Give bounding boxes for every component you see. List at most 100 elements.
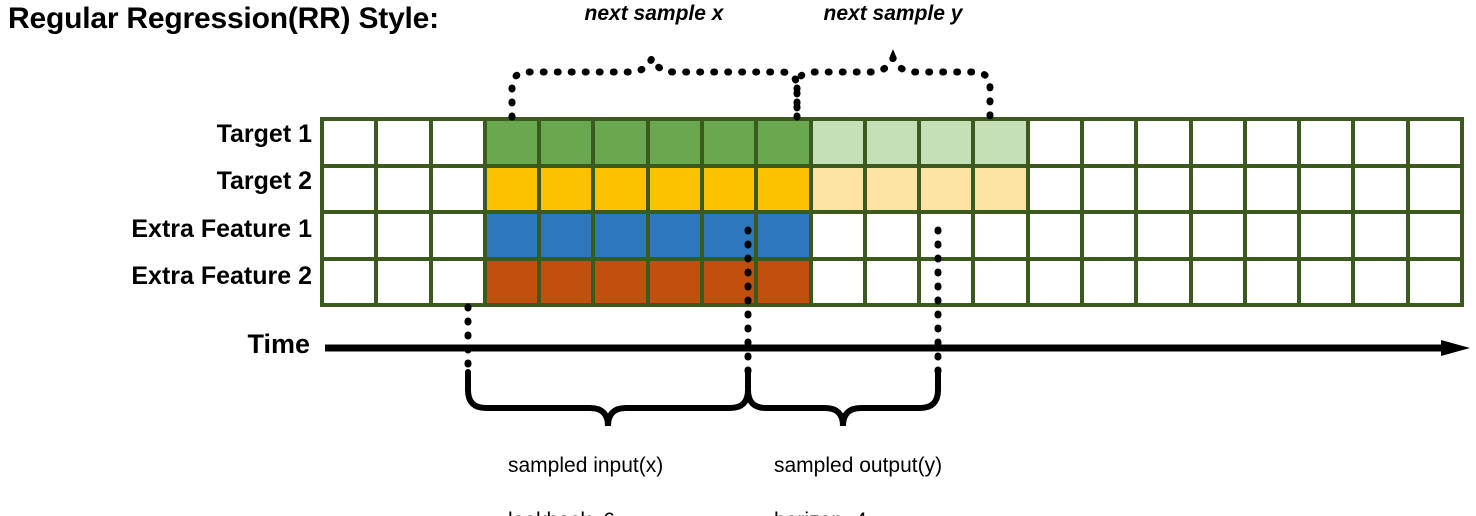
grid-cell-output	[866, 121, 918, 164]
grid-cell-empty	[324, 260, 375, 303]
grid-cell-empty	[1083, 167, 1135, 210]
brace-sampled-input	[465, 369, 751, 427]
grid-cell-empty	[324, 214, 375, 257]
grid-cell-input	[649, 121, 700, 164]
grid-cell-output	[975, 121, 1026, 164]
grid-cell-empty	[1301, 260, 1352, 303]
grid-cell-empty	[1083, 214, 1135, 257]
grid-cell-input	[541, 121, 592, 164]
grid-cell-output	[866, 167, 918, 210]
grid-cell-input	[758, 121, 809, 164]
grid-cell-output	[921, 167, 972, 210]
grid-cell-input	[486, 214, 538, 257]
grid-cell-output	[921, 121, 972, 164]
grid-cell-empty	[1029, 167, 1080, 210]
grid-cell-output	[975, 167, 1026, 210]
row-label-extra-feature-1: Extra Feature 1	[131, 215, 312, 243]
grid-cell-empty	[1083, 260, 1135, 303]
grid-cell-empty	[1409, 121, 1460, 164]
grid-cell-output	[812, 167, 863, 210]
grid-cell-empty	[1029, 121, 1080, 164]
grid-cell-input	[649, 214, 700, 257]
grid-cell-empty	[378, 214, 429, 257]
grid-cell-empty	[324, 121, 375, 164]
grid-cell-empty	[1355, 121, 1406, 164]
grid-cell-empty	[975, 214, 1026, 257]
grid-cell-input	[703, 214, 755, 257]
row-label-target-2: Target 2	[216, 167, 312, 195]
grid-cell-empty	[1029, 260, 1080, 303]
sampled-input-title: sampled input(x)	[508, 453, 664, 477]
grid-cell-input	[541, 214, 592, 257]
grid-cell-empty	[432, 167, 483, 210]
grid-cell-empty	[1355, 167, 1406, 210]
grid-cell-empty	[1138, 260, 1189, 303]
grid-cell-output	[812, 121, 863, 164]
time-axis-label: Time	[247, 329, 310, 359]
grid-cell-empty	[378, 260, 429, 303]
grid-cell-empty	[1192, 121, 1243, 164]
time-axis-arrow	[325, 340, 1470, 356]
grid-cell-empty	[921, 214, 972, 257]
brace-next-sample-x	[508, 49, 801, 121]
grid-cell-empty	[324, 167, 375, 210]
sampled-output-title: sampled output(y)	[774, 453, 943, 477]
sampled-output-horizon: horizon=4	[774, 507, 986, 516]
grid-cell-empty	[1138, 121, 1189, 164]
grid-cell-input	[758, 260, 809, 303]
grid-cell-empty	[1246, 167, 1298, 210]
grid-cell-empty	[812, 214, 863, 257]
grid-cell-empty	[866, 260, 918, 303]
grid-cell-empty	[1138, 214, 1189, 257]
grid-cell-empty	[1138, 167, 1189, 210]
timeseries-grid	[320, 117, 1464, 307]
grid-cell-input	[595, 167, 646, 210]
grid-cell-input	[703, 121, 755, 164]
grid-cell-input	[649, 167, 700, 210]
grid-cell-empty	[1301, 167, 1352, 210]
annotation-next-sample-x: next sample x	[584, 2, 724, 25]
grid-cell-empty	[1355, 260, 1406, 303]
row-label-column: Target 1 Target 2 Extra Feature 1 Extra …	[0, 117, 312, 307]
grid-cell-input	[758, 214, 809, 257]
page-title: Regular Regression(RR) Style:	[8, 2, 439, 35]
grid-cell-input	[758, 167, 809, 210]
grid-cell-empty	[1192, 214, 1243, 257]
grid-cell-empty	[1083, 121, 1135, 164]
grid-cell-input	[595, 214, 646, 257]
grid-cell-empty	[866, 214, 918, 257]
grid-cell-empty	[378, 167, 429, 210]
grid-cell-empty	[1246, 260, 1298, 303]
grid-cell-empty	[1301, 214, 1352, 257]
sampled-input-lookback: lookback=6	[508, 507, 707, 516]
row-label-extra-feature-2: Extra Feature 2	[131, 262, 312, 290]
grid-cell-empty	[1246, 121, 1298, 164]
grid-cell-empty	[1409, 214, 1460, 257]
grid-cell-empty	[812, 260, 863, 303]
grid-cell-input	[486, 167, 538, 210]
grid-cell-empty	[921, 260, 972, 303]
grid-cell-input	[595, 260, 646, 303]
brace-next-sample-y	[793, 49, 994, 121]
grid-cell-empty	[432, 121, 483, 164]
grid-cell-empty	[432, 260, 483, 303]
grid-cell-empty	[1355, 214, 1406, 257]
grid-cell-input	[541, 167, 592, 210]
grid-cell-input	[703, 260, 755, 303]
annotation-next-sample-y: next sample y	[823, 2, 963, 25]
grid-cell-input	[541, 260, 592, 303]
grid-cell-input	[649, 260, 700, 303]
row-label-target-1: Target 1	[216, 120, 312, 148]
grid-cell-empty	[1246, 214, 1298, 257]
grid-cell-empty	[1192, 167, 1243, 210]
grid-cell-input	[486, 260, 538, 303]
grid-cell-input	[703, 167, 755, 210]
grid-cell-input	[595, 121, 646, 164]
grid-cell-empty	[432, 214, 483, 257]
grid-cell-empty	[1192, 260, 1243, 303]
grid-cell-empty	[975, 260, 1026, 303]
grid-cell-empty	[1409, 260, 1460, 303]
brace-sampled-output	[745, 369, 941, 427]
grid-cell-input	[486, 121, 538, 164]
